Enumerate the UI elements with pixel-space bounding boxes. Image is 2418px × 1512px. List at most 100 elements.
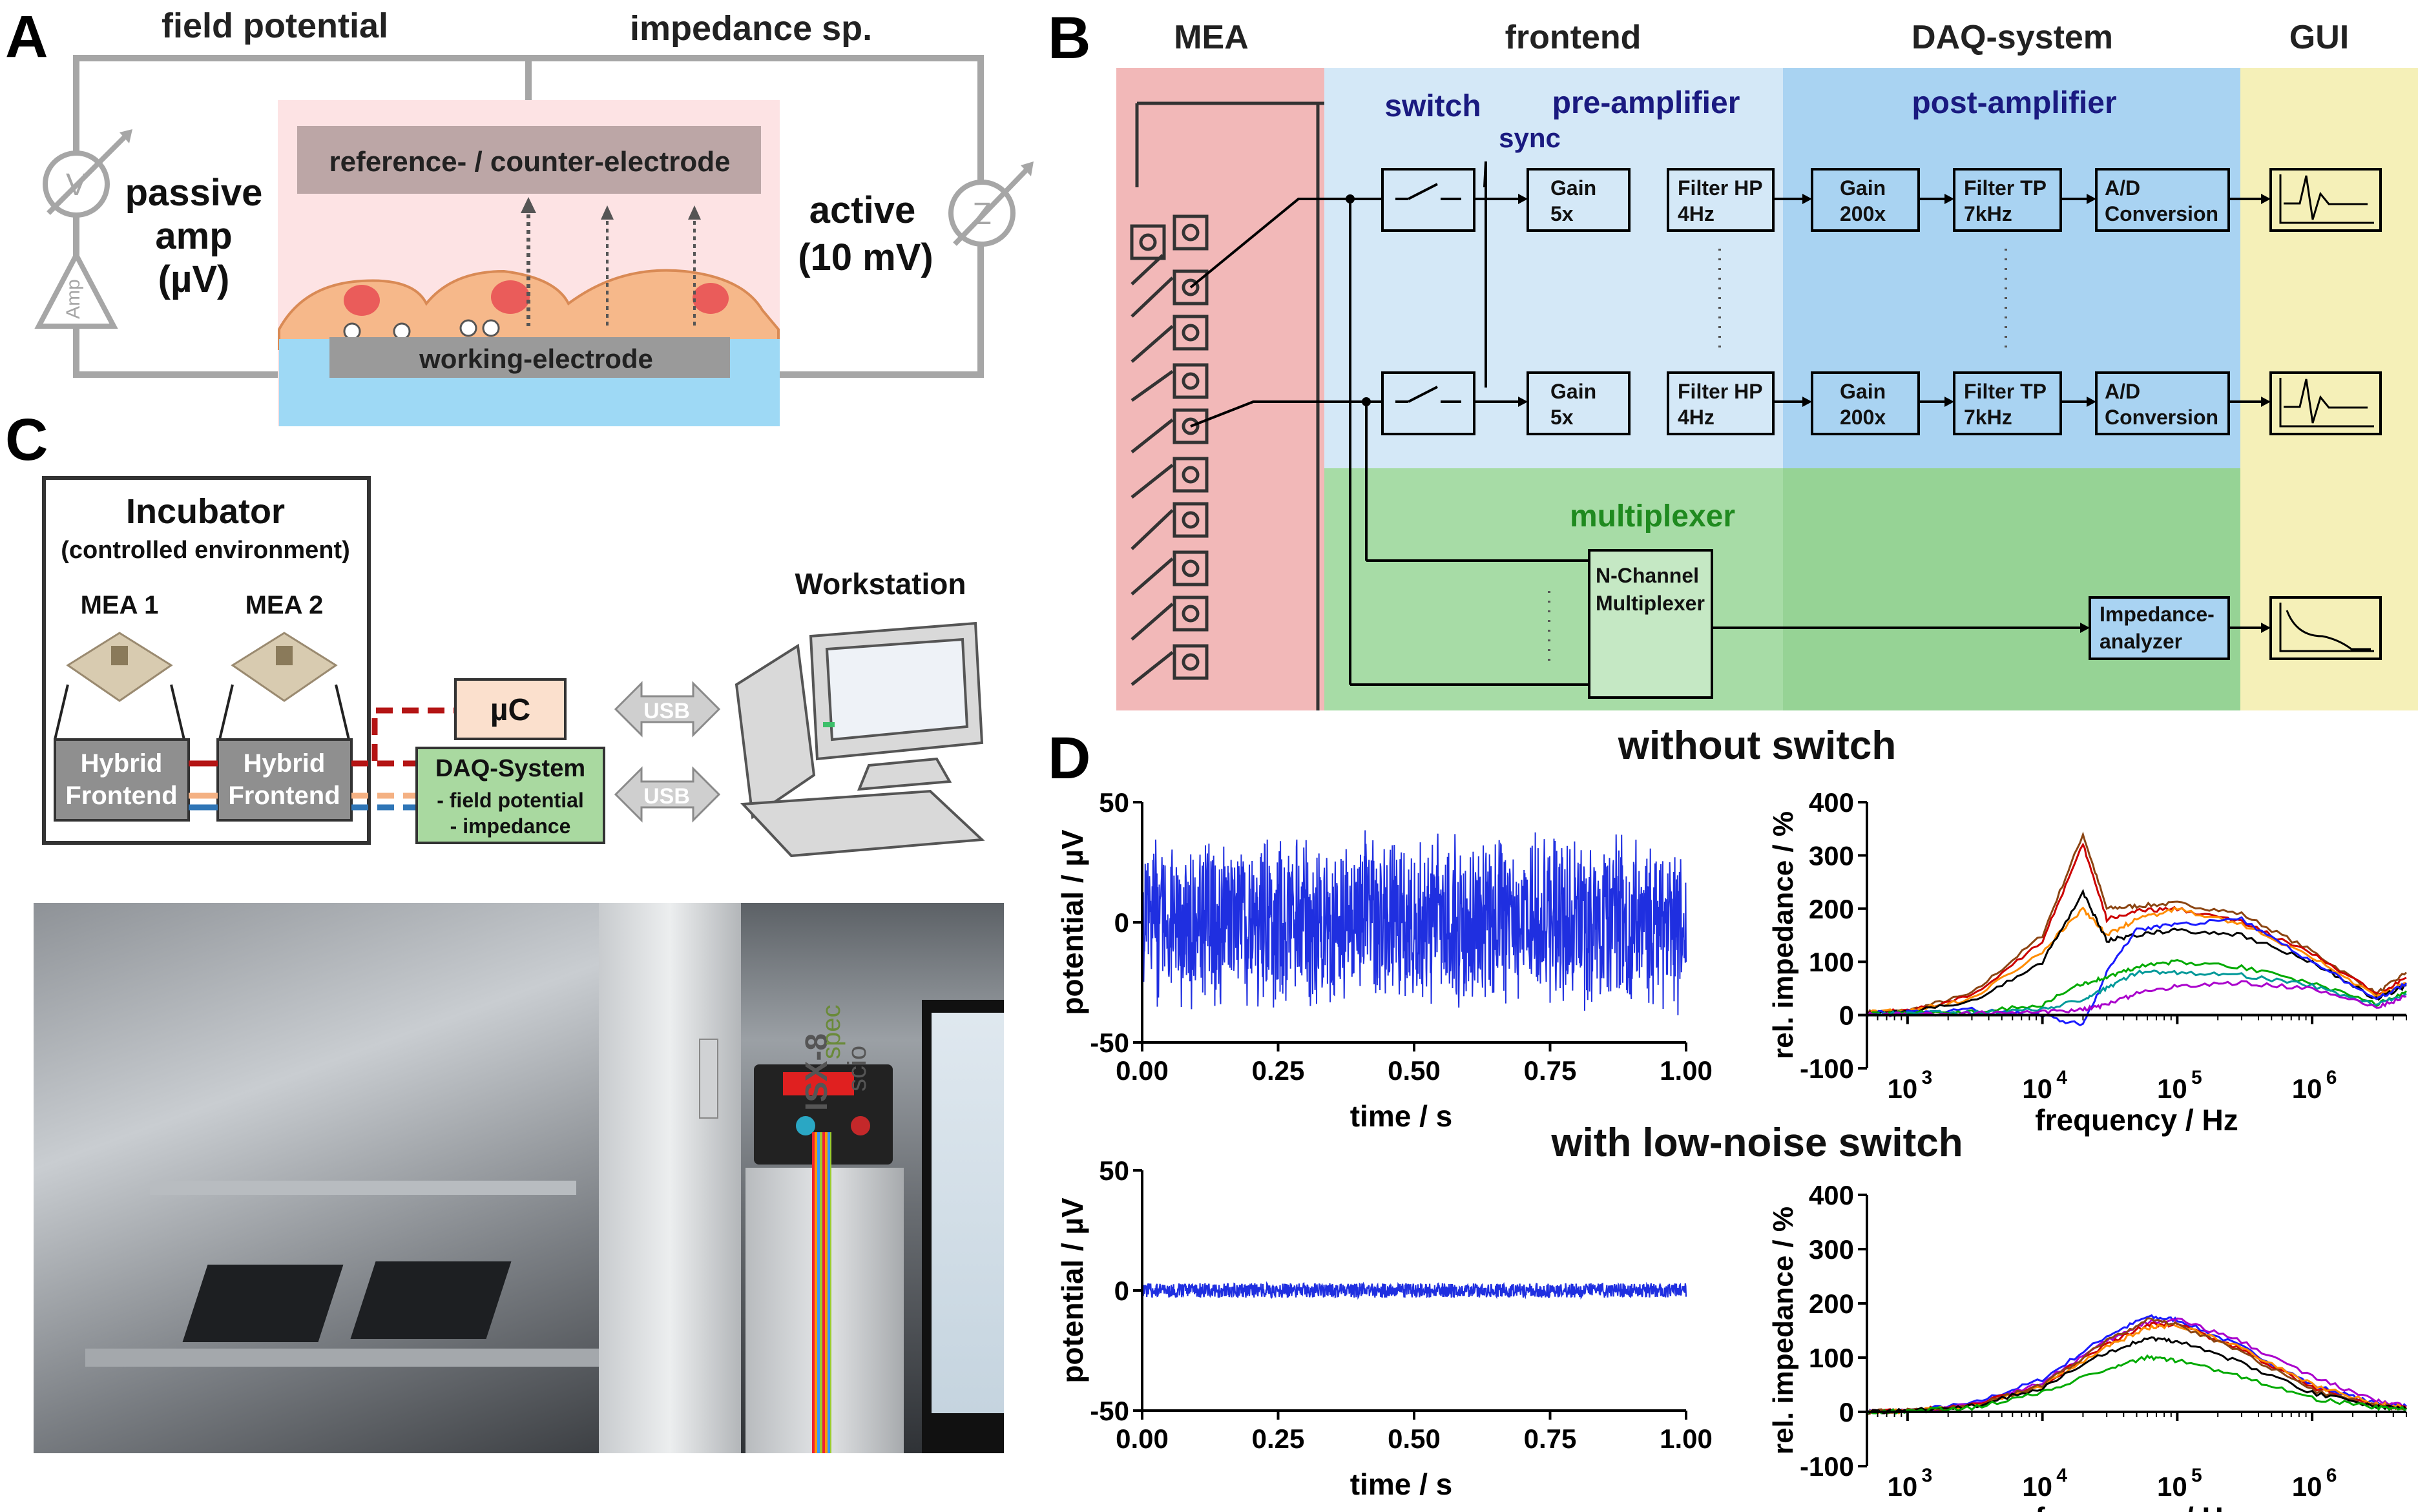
passive-label: passive <box>125 172 263 214</box>
uc-box <box>454 678 567 740</box>
usb-arrows <box>614 681 721 823</box>
y-axis-label: potential / µV <box>1056 829 1089 1015</box>
col-header-daq: DAQ-system <box>1912 19 2113 56</box>
usb-label-1: USB <box>643 699 690 723</box>
mux-label-2: Multiplexer <box>1596 592 1705 615</box>
gain5-label-2: Gain <box>1550 380 1596 403</box>
mea-column <box>1116 68 1324 710</box>
col-header-gui: GUI <box>2289 19 2349 56</box>
hybrid-frontend-1-label-2: Frontend <box>65 782 177 810</box>
y-axis-label: rel. impedance / % <box>1767 1206 1799 1455</box>
z-meter-arrow-head <box>1021 161 1034 176</box>
z-meter-arrow <box>953 167 1029 246</box>
impedance-series <box>1866 1314 2408 1415</box>
y-tick-label: 50 <box>1099 787 1129 818</box>
ad-value: Conversion <box>2105 202 2218 225</box>
daq-system-label: DAQ-System <box>435 755 585 782</box>
gain200-label: Gain <box>1840 176 1886 200</box>
title-without-switch: without switch <box>1618 723 1897 768</box>
x-tick-label: 0.50 <box>1388 1424 1441 1454</box>
block-boxes <box>1527 168 2382 699</box>
mea1-well <box>111 646 128 665</box>
gain5-value: 5x <box>1550 202 1574 225</box>
gain200-value: 200x <box>1840 202 1886 225</box>
controlled-env-label: (controlled environment) <box>61 537 350 564</box>
x-tick-label: 10 <box>2022 1471 2052 1502</box>
x-tick-exponent: 6 <box>2326 1465 2337 1486</box>
amp-text: amp <box>155 215 232 257</box>
y-tick-label: 0 <box>1114 907 1129 938</box>
multiplexer-label: multiplexer <box>1570 499 1735 533</box>
v-symbol: V <box>66 168 87 202</box>
impedance-analyzer-label: Impedance- <box>2100 603 2215 626</box>
x-tick-label: 10 <box>2157 1471 2187 1502</box>
active-label: active <box>809 189 915 231</box>
y-tick-label: 400 <box>1809 787 1854 818</box>
x-tick-exponent: 3 <box>1921 1465 1932 1486</box>
sync-label: sync <box>1499 123 1561 153</box>
impedance-series <box>1866 1354 2407 1415</box>
y-tick-label: 50 <box>1099 1155 1129 1186</box>
signal-trace <box>1141 830 1687 1015</box>
reference-electrode <box>297 126 761 194</box>
x-axis-label: frequency / Hz <box>2035 1103 2238 1137</box>
x-axis-label: time / s <box>1350 1467 1453 1501</box>
signal-trace <box>1141 1281 1687 1300</box>
y-tick-label: 0 <box>1839 1000 1854 1031</box>
hybrid-frontend-1-label: Hybrid <box>81 749 163 778</box>
photo-device-brand: scio <box>843 1046 871 1092</box>
y-axis-label: rel. impedance / % <box>1767 811 1799 1059</box>
x-tick-label: 10 <box>1887 1471 1917 1502</box>
x-axis-label: time / s <box>1350 1099 1453 1133</box>
impedance-series <box>1866 906 2407 1015</box>
field-potential-label: field potential <box>162 6 388 45</box>
cell-nucleus <box>344 285 380 316</box>
x-axis-label: frequency / Hz <box>2035 1501 2238 1512</box>
mea2-label: MEA 2 <box>245 591 324 619</box>
panel-d: D without switch with low-noise switch 5… <box>1048 723 2408 1512</box>
y-tick-label: 100 <box>1809 947 1854 977</box>
x-tick-label: 0.25 <box>1252 1055 1305 1086</box>
y-tick-label: 0 <box>1839 1397 1854 1427</box>
daq-item-field: - field potential <box>437 789 584 812</box>
x-tick-label: 0.75 <box>1524 1424 1577 1454</box>
hybrid-frontend-2 <box>216 738 353 822</box>
y-tick-label: -100 <box>1800 1451 1854 1482</box>
meter-arrow <box>47 134 128 215</box>
connector-wires <box>189 707 455 811</box>
switch-symbols <box>1395 183 1461 403</box>
x-tick-label: 0.25 <box>1252 1424 1305 1454</box>
ad-label: A/D <box>2105 176 2140 200</box>
x-tick-label: 1.00 <box>1660 1055 1713 1086</box>
filter-hp-value-2: 4Hz <box>1678 406 1714 429</box>
gui-plots <box>2279 174 2374 652</box>
filter-tp-label-2: Filter TP <box>1964 380 2047 403</box>
switch-label: switch <box>1384 89 1481 123</box>
y-tick-label: 100 <box>1809 1343 1854 1373</box>
block-labels: Gain 5x Filter HP 4Hz Gain 200x Filter T… <box>1550 176 2218 653</box>
panel-b: B MEA frontend DAQ-system GUI switch syn… <box>1048 5 2418 710</box>
mea2-chip <box>231 632 338 702</box>
hybrid-frontend-2-label-2: Frontend <box>228 782 340 810</box>
workstation-icon <box>735 621 985 858</box>
panel-label-a: A <box>5 4 48 70</box>
usb-label-2: USB <box>643 784 690 809</box>
x-tick-exponent: 5 <box>2191 1067 2202 1088</box>
filter-hp-value: 4Hz <box>1678 202 1714 225</box>
mea1-chip <box>66 632 173 702</box>
gain5-value-2: 5x <box>1550 406 1574 429</box>
power-led <box>823 722 835 727</box>
z-symbol: Z <box>972 197 991 231</box>
amp-symbol <box>34 249 118 329</box>
y-tick-label: 200 <box>1809 1289 1854 1319</box>
y-tick-label: 300 <box>1809 840 1854 871</box>
setup-photo <box>34 903 1004 1453</box>
current-arrows <box>526 207 696 326</box>
pre-amplifier-label: pre-amplifier <box>1552 86 1740 120</box>
y-tick-label: -50 <box>1090 1028 1129 1058</box>
mea2-well <box>276 646 293 665</box>
substrate-bottom <box>279 378 780 426</box>
photo-device-label: ISX-8 <box>800 1033 834 1111</box>
